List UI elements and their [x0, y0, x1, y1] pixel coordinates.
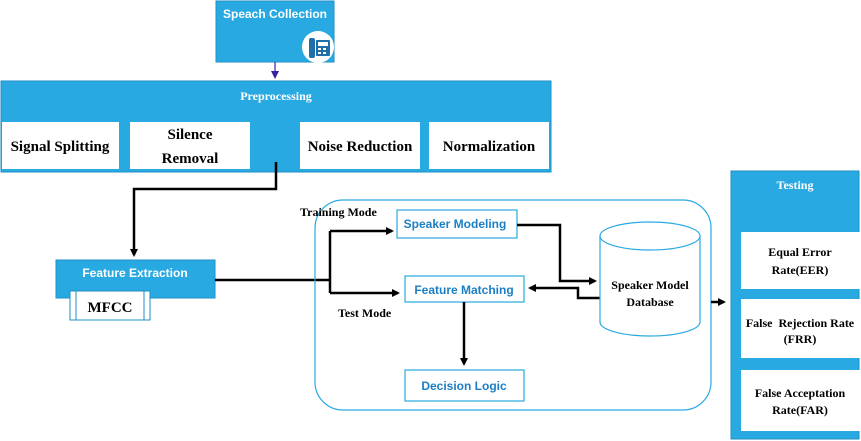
mfcc-label: MFCC	[88, 300, 133, 316]
decision-logic-box	[404, 369, 525, 402]
feature-extraction-node: Feature Extraction MFCC	[55, 259, 216, 321]
eer-label-line2: Rate(EER)	[772, 263, 829, 277]
telephone-icon	[302, 31, 334, 63]
silence-removal-box	[130, 122, 250, 169]
mfcc-box	[69, 290, 151, 321]
far-label-line2: Rate(FAR)	[772, 403, 828, 417]
preprocessing-title: Preprocessing	[240, 89, 312, 103]
speaker-model-database: Speaker Model Database	[599, 221, 701, 337]
signal-splitting-box	[2, 122, 119, 169]
database-label-line1: Speaker Model	[611, 278, 689, 292]
signal-splitting-label: Signal Splitting	[11, 139, 110, 155]
frr-box	[741, 299, 861, 358]
feature-matching-label: Feature Matching	[414, 283, 513, 297]
test-mode-label: Test Mode	[338, 306, 392, 320]
speech-collection-label: Speach Collection	[223, 7, 327, 21]
normalization-label: Normalization	[443, 139, 536, 155]
frr-label-line2: (FRR)	[784, 332, 817, 346]
testing-panel: Testing Equal Error Rate(EER) False Reje…	[730, 170, 861, 440]
feature-matching-box	[404, 275, 525, 303]
preprocessing-node: Preprocessing Signal Splitting Silence R…	[0, 80, 552, 173]
frr-label-line1: False Rejection Rate	[746, 316, 855, 330]
eer-box	[741, 232, 861, 289]
modeling-to-database-arrow	[517, 223, 597, 285]
preprocessing-to-feature-extraction-arrow	[130, 162, 278, 257]
silence-removal-label-line2: Removal	[162, 151, 219, 167]
noise-reduction-box	[300, 122, 420, 169]
training-mode-label: Training Mode	[300, 205, 377, 219]
feature-extraction-title: Feature Extraction	[82, 266, 187, 280]
database-to-matching-arrow	[528, 284, 600, 300]
far-label-line1: False Acceptation	[755, 386, 846, 400]
noise-reduction-label: Noise Reduction	[308, 139, 413, 155]
normalization-box	[429, 122, 549, 169]
recognition-container	[314, 199, 712, 411]
speaker-modeling-box	[396, 209, 518, 239]
speech-collection-node: Speach Collection	[215, 0, 335, 63]
far-box	[741, 370, 861, 431]
testing-title: Testing	[777, 178, 814, 192]
silence-removal-label-line1: Silence	[168, 127, 213, 143]
decision-logic-label: Decision Logic	[421, 379, 507, 393]
speaker-modeling-label: Speaker Modeling	[404, 217, 507, 231]
database-label-line2: Database	[626, 295, 674, 309]
eer-label-line1: Equal Error	[768, 245, 832, 259]
